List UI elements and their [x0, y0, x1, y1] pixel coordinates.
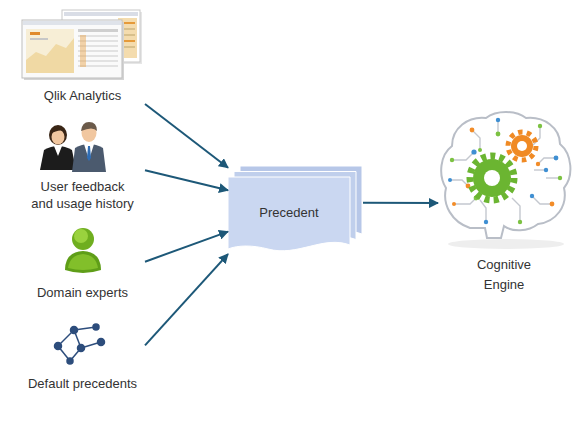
flow-arrow [363, 202, 438, 204]
node-label: User feedback and usage history [30, 178, 135, 212]
node-label: Precedent [228, 205, 350, 221]
brain-icon-part-part [480, 200, 486, 222]
brain-icon-part-part [550, 202, 555, 207]
brain-icon-part [448, 239, 564, 249]
expert-icon-part [68, 254, 98, 270]
source-node: Qlik Analytics [20, 8, 145, 106]
network-icon-part [67, 358, 73, 364]
brain-icon-part-part [478, 148, 482, 152]
screenshot-icon-part [30, 32, 40, 35]
brain-icon-part-part [484, 220, 488, 224]
brain-icon-part-part [530, 194, 534, 198]
expert-icon-part [65, 251, 101, 273]
people-icon-part [84, 144, 94, 160]
screenshot-icon-part [78, 29, 118, 32]
people-icon-part [50, 128, 66, 134]
screenshot-icon-part [22, 20, 122, 78]
people-icon-part [72, 144, 106, 172]
brain-icon-part-part [496, 118, 500, 122]
source-node: Default precedents [20, 318, 145, 394]
network-icon [55, 324, 105, 364]
network-icon-part [71, 327, 78, 334]
screenshot-icon [22, 10, 142, 80]
brain-icon-part-part [532, 196, 552, 204]
flow-arrow [145, 104, 228, 168]
network-icon-part [55, 343, 62, 350]
source-node: User feedback and usage history [20, 120, 145, 215]
brain-icon-part-part [538, 124, 542, 128]
brain-icon-part [450, 120, 560, 222]
brain-icon-part-part [536, 162, 540, 166]
brain-icon-part-part [454, 198, 476, 204]
flow-arrow [145, 254, 228, 345]
people-icon-part [49, 125, 67, 145]
people-icon-part [54, 146, 62, 156]
flow-arrow [145, 232, 228, 262]
network-icon-part [98, 339, 105, 346]
brain-icon-part [517, 141, 527, 151]
brain-icon-part-part [450, 180, 468, 186]
node-label: Cognitive Engine [468, 255, 540, 295]
brain-icon-part-part [470, 128, 475, 133]
screenshot-icon-part [23, 21, 121, 25]
brain-icon-part-part [496, 132, 501, 137]
brain-icon-part [511, 135, 533, 157]
brain-icon-part-part [452, 152, 474, 160]
source-node: Domain experts [20, 225, 145, 303]
brain-icon-part [448, 118, 562, 224]
brain-icon-part-part [544, 168, 548, 172]
brain-icon-part [508, 132, 536, 160]
brain-icon-part-part [452, 202, 456, 206]
screenshot-icon-part [80, 35, 86, 67]
expert-icon-part [72, 228, 94, 250]
screenshot-icon-part [26, 29, 74, 73]
people-icon-part [81, 122, 97, 131]
brain-icon-part-part [448, 178, 452, 182]
brain-icon-part-part [471, 149, 476, 154]
flow-arrow [145, 170, 228, 190]
screenshot-icon-part [26, 38, 74, 73]
document-stack: Precedent [228, 165, 363, 255]
brain-icon [441, 112, 570, 249]
brain-icon-part [484, 170, 500, 186]
expert-icon-part [74, 229, 88, 243]
node-label: Qlik Analytics [20, 88, 145, 104]
screenshot-icon-part [30, 38, 48, 40]
document-page [228, 177, 350, 251]
brain-icon-part-part [558, 176, 562, 180]
people-icon [40, 122, 106, 172]
people-icon-part [40, 146, 76, 170]
node-label: Default precedents [20, 376, 145, 392]
brain-icon-part [470, 156, 514, 200]
people-icon-part [87, 146, 91, 161]
brain-icon-part-part [472, 130, 480, 150]
engine-node: Cognitive Engine [438, 110, 573, 300]
network-icon-part [93, 324, 99, 330]
brain-icon-part-part [554, 156, 559, 161]
brain-icon-part [441, 112, 570, 238]
network-icon-part [78, 345, 85, 352]
brain-icon-part-part [512, 198, 520, 222]
screenshot-icon-part [64, 12, 138, 16]
brain-icon-part-part [518, 220, 522, 224]
node-label: Domain experts [20, 285, 145, 301]
expert-icon [65, 228, 101, 273]
brain-icon-part-part [538, 158, 556, 164]
brain-icon-part-part [450, 158, 454, 162]
